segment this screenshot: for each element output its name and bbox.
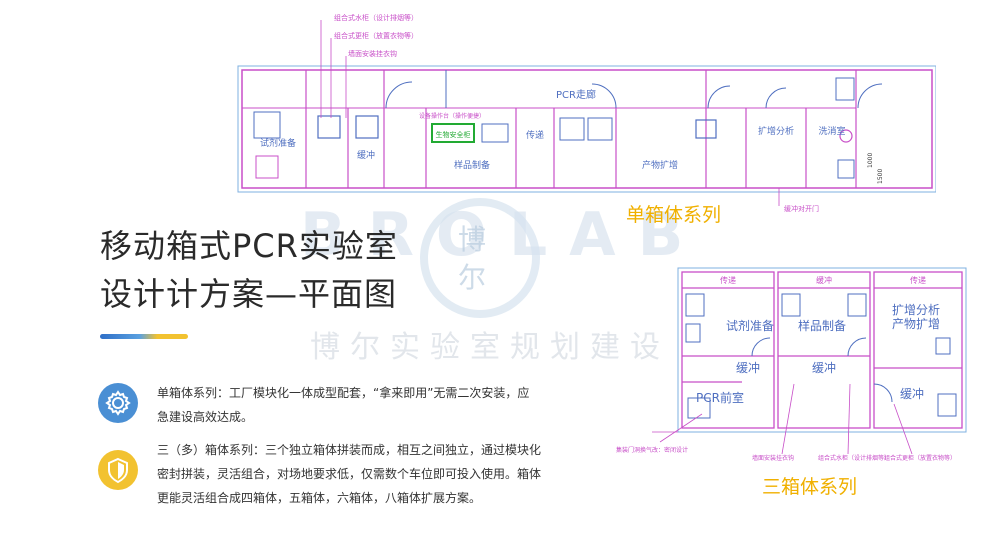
- callout-water-cabinet: 组合式水柜（设计排烟等）: [334, 13, 418, 22]
- feature-single-line-2: 急建设高效达成。: [157, 410, 254, 424]
- feature-gear-badge: [98, 383, 138, 423]
- room-amplification: 产物扩增: [642, 159, 678, 171]
- triple-room-analysis: 扩增分析: [892, 303, 940, 317]
- page-title-line-1: 移动箱式PCR实验室: [100, 227, 398, 265]
- dimension-1000: 1000: [867, 153, 874, 168]
- single-container-plan: PCR走廊 生物安全柜 试剂准备 缓冲 样品制备 传递 产物: [237, 13, 936, 213]
- room-decon: 洗消室: [818, 125, 845, 137]
- room-buffer: 缓冲: [357, 149, 375, 161]
- feature-triple-text: 三（多）箱体系列：三个独立箱体拼装而成，相互之间独立，通过模块化 密封拼装，灵活…: [157, 438, 577, 510]
- room-analysis: 扩增分析: [758, 125, 794, 137]
- page-title-line-2: 设计计方案—平面图: [100, 275, 398, 313]
- triple-room-buffer-2: 缓冲: [812, 360, 836, 375]
- triple-callout-water: 组合式水柜（设计排烟等）: [818, 454, 890, 462]
- triple-callout-hook: 墙面安装挂衣钩: [752, 454, 794, 462]
- triple-room-amplify: 产物扩增: [892, 317, 940, 331]
- watermark-seal-char-2: 尔: [458, 261, 487, 294]
- room-pass-box: 传递: [526, 129, 544, 141]
- feature-triple-line-1: 三（多）箱体系列：三个独立箱体拼装而成，相互之间独立，通过模块化: [157, 443, 542, 457]
- room-sample-prep: 样品制备: [454, 159, 490, 171]
- single-plan-corridor: PCR走廊: [556, 88, 596, 101]
- triple-container-plan: 传递 缓冲 传递 试剂准备 样品制备 扩增分析 产物扩增 缓冲 缓冲 缓冲 PC…: [616, 267, 967, 462]
- equipment-bench-label: 设备操作台（操作便捷）: [419, 112, 485, 120]
- triple-room-buffer-1: 缓冲: [736, 360, 760, 375]
- shield-icon: [108, 457, 128, 484]
- bio-safety-cabinet: [431, 123, 475, 143]
- gear-icon: [105, 390, 131, 416]
- page-title: 移动箱式PCR实验室 设计计方案—平面图: [100, 222, 398, 318]
- triple-plan-outline: [677, 267, 967, 433]
- title-accent-bar: [100, 334, 188, 339]
- callout-buffer-door: 缓冲对开门: [784, 204, 819, 213]
- feature-triple-line-3: 更能灵活组合成四箱体，五箱体，六箱体，八箱体扩展方案。: [157, 491, 482, 505]
- callout-coat-hook: 墙面安装挂衣钩: [348, 49, 397, 58]
- watermark-seal: 博 尔: [420, 198, 540, 318]
- triple-series-caption: 三箱体系列: [762, 476, 858, 498]
- triple-room-reagent: 试剂准备: [726, 318, 774, 333]
- triple-room-sample: 样品制备: [798, 318, 846, 333]
- triple-callout-door: 集装门洞换气改：密闭设计: [616, 446, 688, 454]
- watermark-seal-char-1: 博: [458, 223, 487, 256]
- feature-single-text: 单箱体系列：工厂模块化一体成型配套，“拿来即用”无需二次安装，应 急建设高效达成…: [157, 381, 577, 429]
- triple-top-label-1: 传递: [720, 275, 736, 285]
- triple-room-pcr-front: PCR前室: [696, 390, 744, 405]
- triple-top-label-3: 传递: [910, 275, 926, 285]
- triple-room-buffer-3: 缓冲: [900, 386, 924, 401]
- triple-top-label-2: 缓冲: [816, 275, 832, 285]
- dimension-1500: 1500: [877, 169, 884, 184]
- triple-callout-locker: 组合式更柜（放置衣物等）: [884, 454, 956, 462]
- single-plan-outline: [241, 69, 933, 189]
- callout-locker: 组合式更柜（放置衣物等）: [334, 31, 418, 40]
- room-reagent-prep: 试剂准备: [260, 137, 296, 149]
- bio-safety-cabinet-label: 生物安全柜: [436, 130, 471, 139]
- feature-single-line-1: 单箱体系列：工厂模块化一体成型配套，“拿来即用”无需二次安装，应: [157, 386, 530, 400]
- watermark-subtitle: 博尔实验室规划建设: [310, 330, 670, 365]
- single-series-caption: 单箱体系列: [626, 204, 722, 226]
- feature-triple-line-2: 密封拼装，灵活组合，对场地要求低，仅需数个车位即可投入使用。箱体: [157, 467, 542, 481]
- feature-shield-badge: [98, 450, 138, 490]
